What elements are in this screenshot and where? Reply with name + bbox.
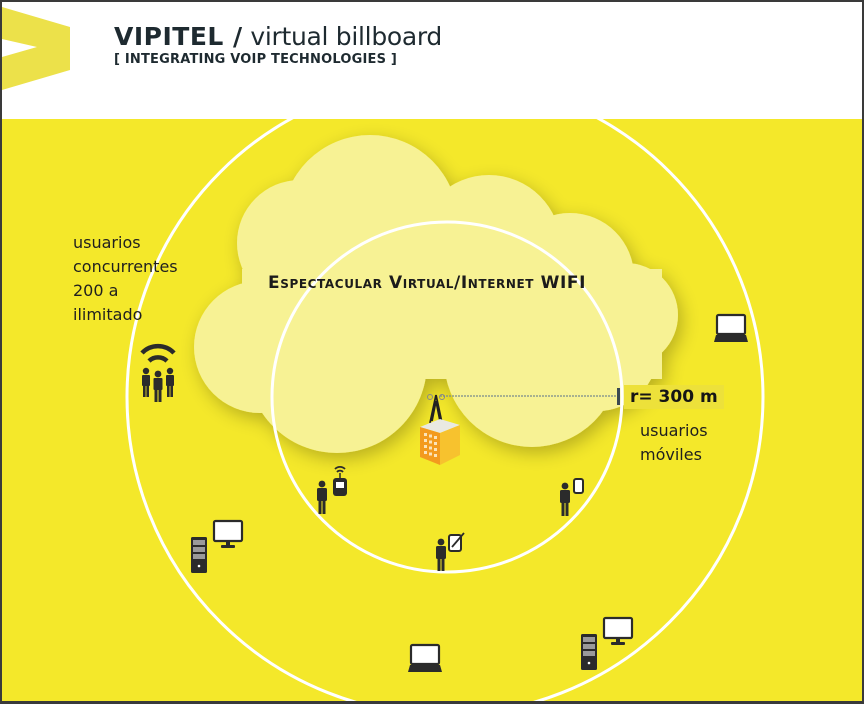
radius-marker <box>617 388 620 405</box>
page-subtitle: virtual billboard <box>250 22 443 51</box>
wifi-group-icon <box>140 343 176 402</box>
radius-label: r= 300 m <box>624 385 724 409</box>
concurrent-users-line4: ilimitado <box>73 305 143 324</box>
inner-coverage-ring <box>270 220 624 574</box>
concurrent-users-line3: 200 a <box>73 281 119 300</box>
tagline: [ INTEGRATING VOIP TECHNOLOGIES ] <box>114 52 398 67</box>
person-phone-icon <box>560 478 584 516</box>
mobile-users-line2: móviles <box>640 445 702 464</box>
person-wifi-device-icon <box>317 466 347 514</box>
diagram-background <box>125 119 765 701</box>
header: VIPITEL / virtual billboard [ INTEGRATIN… <box>2 2 862 119</box>
chevron-logo-icon <box>2 7 70 90</box>
brand-name: VIPITEL / <box>114 22 243 51</box>
person-tablet-icon <box>436 532 465 571</box>
concurrent-users-line2: concurrentes <box>73 257 178 276</box>
desktop-computer-icon <box>191 519 244 573</box>
mobile-users-label: usuarios móviles <box>640 419 708 467</box>
mobile-users-line1: usuarios <box>640 421 708 440</box>
coverage-diagram: usuarios concurrentes 200 a ilimitado Es… <box>2 119 862 701</box>
laptop-icon <box>714 313 748 342</box>
cloud-title: Espectacular Virtual/Internet WIFI <box>268 273 587 293</box>
concurrent-users-line1: usuarios <box>73 233 141 252</box>
tower-building-icon <box>420 394 460 465</box>
desktop-computer-icon <box>581 616 634 670</box>
outer-coverage-ring <box>125 119 765 701</box>
concurrent-users-label: usuarios concurrentes 200 a ilimitado <box>73 231 178 327</box>
page-title: VIPITEL / virtual billboard <box>114 22 442 51</box>
laptop-icon <box>408 643 442 672</box>
